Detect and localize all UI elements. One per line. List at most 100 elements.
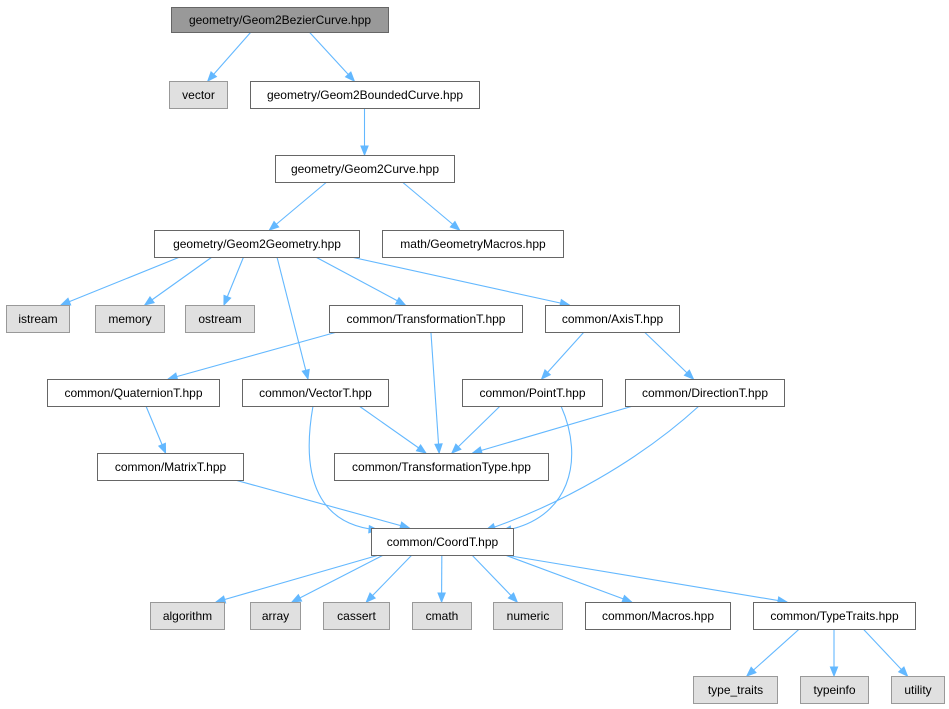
node-box: [6, 305, 70, 333]
node-directiont[interactable]: common/DirectionT.hpp: [625, 379, 785, 407]
node-box: [753, 602, 916, 630]
edge-line: [144, 256, 213, 306]
node-label: common/Macros.hpp: [602, 609, 714, 623]
edge-transformationt-to-quaterniont: [166, 331, 338, 381]
node-label: cassert: [337, 609, 376, 623]
node-box: [185, 305, 255, 333]
edge-line: [472, 405, 634, 454]
edge-arrowhead: [214, 595, 227, 604]
node-label: utility: [904, 683, 931, 697]
node-numeric: numeric: [493, 602, 563, 630]
edge-arrowhead: [437, 592, 446, 604]
node-box: [97, 453, 244, 481]
node-box: [382, 230, 564, 258]
node-label: common/TransformationType.hpp: [352, 460, 531, 474]
edge-arrowhead: [621, 594, 633, 603]
node-label: istream: [18, 312, 57, 326]
edge-line: [358, 405, 427, 454]
node-ostream: ostream: [185, 305, 255, 333]
node-geom2geometry[interactable]: geometry/Geom2Geometry.hpp: [154, 230, 360, 258]
node-label: common/MatrixT.hpp: [115, 460, 227, 474]
edge-arrowhead: [157, 442, 167, 455]
edge-line: [471, 554, 518, 603]
edge-arrowhead: [540, 369, 552, 380]
node-quaterniont[interactable]: common/QuaternionT.hpp: [47, 379, 220, 407]
node-geom2boundedcurve[interactable]: geometry/Geom2BoundedCurve.hpp: [250, 81, 480, 109]
edge-arrowhead: [344, 71, 356, 82]
node-label: common/VectorT.hpp: [259, 386, 372, 400]
node-box: [250, 81, 480, 109]
edge-line: [862, 628, 908, 677]
node-coordt[interactable]: common/CoordT.hpp: [371, 528, 514, 556]
node-box: [800, 676, 869, 704]
node-label: geometry/Geom2Curve.hpp: [291, 162, 439, 176]
node-label: common/TypeTraits.hpp: [770, 609, 899, 623]
node-typetraits[interactable]: common/TypeTraits.hpp: [753, 602, 916, 630]
edge-geom2geometry-to-memory: [143, 256, 213, 306]
edge-line: [167, 331, 338, 380]
node-label: geometry/Geom2BoundedCurve.hpp: [267, 88, 463, 102]
edge-arrowhead: [745, 666, 757, 677]
edge-line: [234, 479, 410, 529]
node-macros[interactable]: common/Macros.hpp: [585, 602, 731, 630]
edge-line: [504, 554, 632, 603]
edge-line: [485, 405, 700, 531]
edge-coordt-to-array: [290, 554, 384, 603]
node-box: [95, 305, 165, 333]
edge-coordt-to-macros: [504, 554, 633, 603]
node-label: vector: [182, 88, 215, 102]
edge-arrowhead: [301, 368, 310, 381]
edge-matrixt-to-coordt: [234, 479, 411, 530]
edge-arrowhead: [365, 592, 377, 603]
edge-arrowhead: [415, 443, 427, 454]
node-box: [891, 676, 945, 704]
node-geom2curve[interactable]: geometry/Geom2Curve.hpp: [275, 155, 455, 183]
node-label: geometry/Geom2BezierCurve.hpp: [189, 13, 371, 27]
edge-coordt-to-typetraits: [504, 554, 789, 605]
edge-line: [401, 181, 460, 231]
edge-geom2geometry-to-axist: [350, 256, 571, 308]
node-label: array: [262, 609, 289, 623]
node-cmath: cmath: [412, 602, 472, 630]
node-transformationtype[interactable]: common/TransformationType.hpp: [334, 453, 549, 481]
edge-arrowhead: [143, 295, 155, 306]
edge-line: [291, 554, 384, 603]
node-label: common/PointT.hpp: [479, 386, 585, 400]
node-array: array: [250, 602, 301, 630]
node-box: [493, 602, 563, 630]
edge-coordt-to-numeric: [471, 554, 519, 603]
node-label: common/AxisT.hpp: [562, 312, 664, 326]
node-memory: memory: [95, 305, 165, 333]
edge-geom2geometry-to-transformationt: [315, 256, 407, 306]
node-geometrymacros[interactable]: math/GeometryMacros.hpp: [382, 230, 564, 258]
node-utility: utility: [891, 676, 945, 704]
edge-arrowhead: [394, 296, 407, 306]
node-transformationt[interactable]: common/TransformationT.hpp: [329, 305, 523, 333]
edge-vectort-to-transformationtype: [358, 405, 427, 454]
node-label: algorithm: [163, 609, 212, 623]
edge-arrowhead: [434, 443, 443, 455]
node-label: math/GeometryMacros.hpp: [400, 237, 546, 251]
node-axist[interactable]: common/AxisT.hpp: [545, 305, 680, 333]
node-vectort[interactable]: common/VectorT.hpp: [242, 379, 389, 407]
edge-line: [308, 31, 355, 82]
edge-line: [541, 331, 585, 380]
node-box: [275, 155, 455, 183]
edge-axist-to-directiont: [643, 331, 695, 380]
edge-geom2geometry-to-istream: [59, 256, 181, 306]
node-pointt[interactable]: common/PointT.hpp: [462, 379, 603, 407]
node-box: [462, 379, 603, 407]
node-label: typeinfo: [813, 683, 855, 697]
edge-geom2geometry-to-vectort: [276, 256, 310, 381]
node-algorithm: algorithm: [150, 602, 225, 630]
edge-geom2curve-to-geometrymacros: [401, 181, 461, 231]
edge-line: [315, 256, 406, 306]
node-matrixt[interactable]: common/MatrixT.hpp: [97, 453, 244, 481]
node-box: [334, 453, 549, 481]
node-label: common/CoordT.hpp: [387, 535, 499, 549]
node-type_traits: type_traits: [693, 676, 778, 704]
edge-directiont-to-transformationtype: [471, 405, 634, 455]
node-box: [585, 602, 731, 630]
edge-arrowhead: [471, 446, 483, 455]
node-label: common/DirectionT.hpp: [642, 386, 768, 400]
